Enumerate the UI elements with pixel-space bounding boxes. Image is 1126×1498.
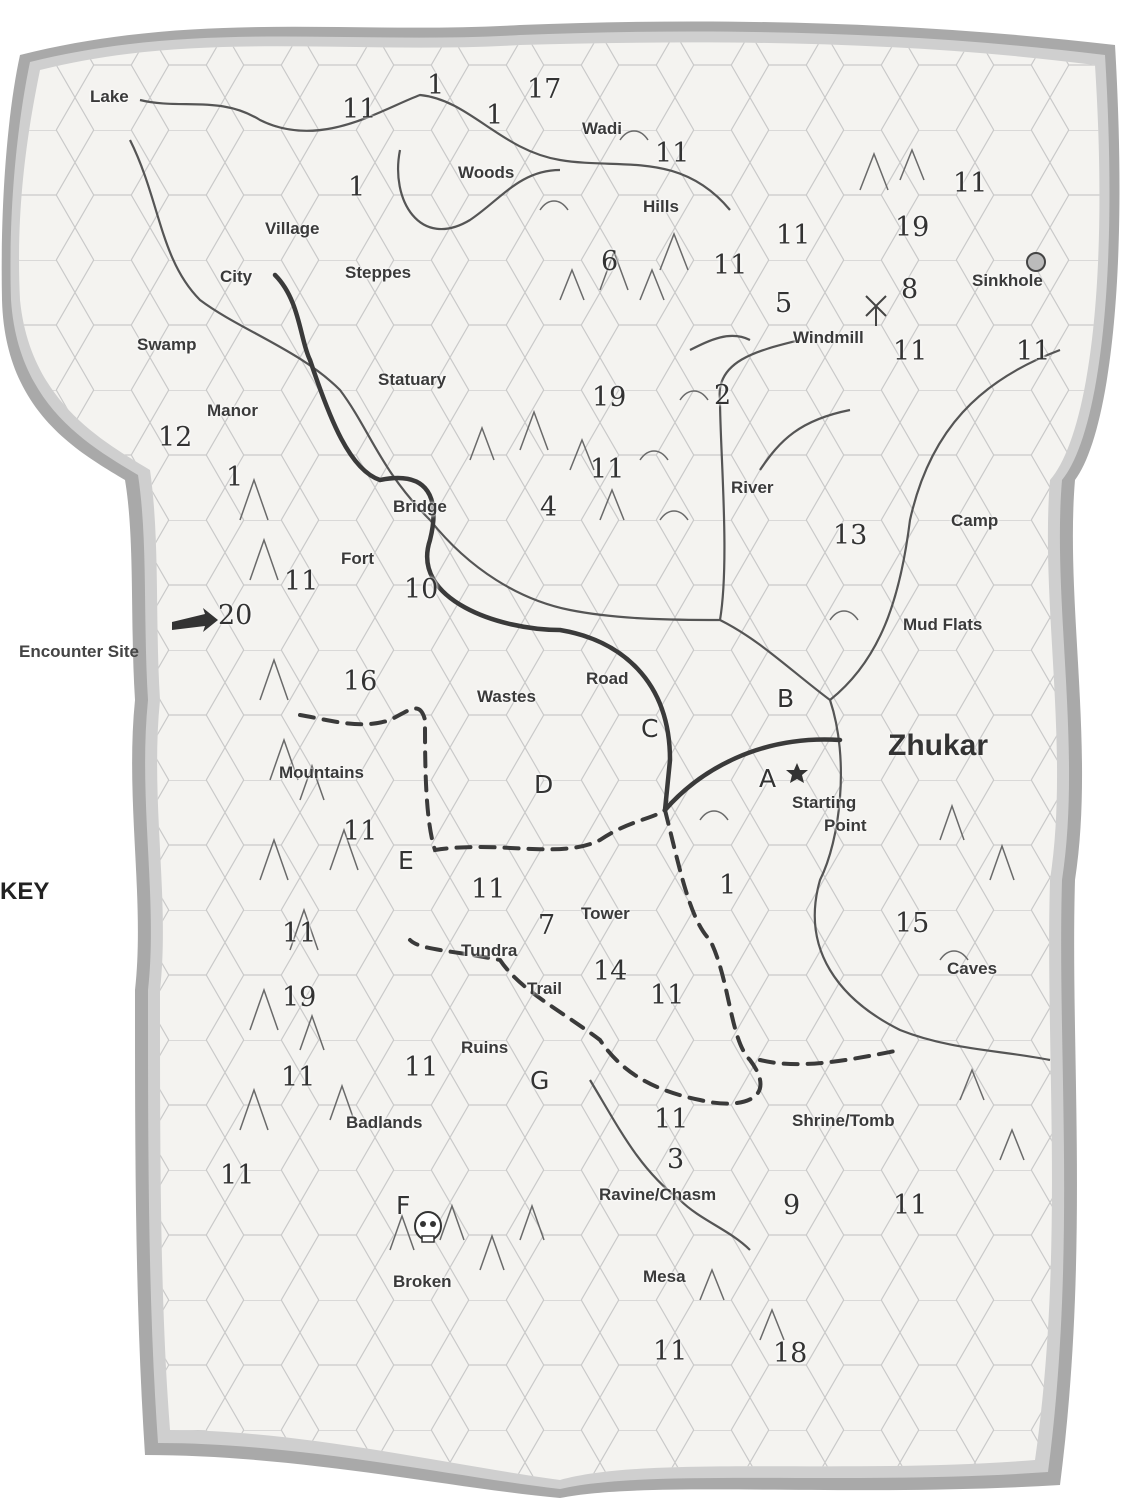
hex-number: 19 xyxy=(592,382,627,413)
hex-number: 5 xyxy=(775,288,793,319)
hex-number: 11 xyxy=(650,980,685,1011)
label-hills: Hills xyxy=(643,197,679,216)
label-mud-flats: Mud Flats xyxy=(903,615,983,634)
hex-number: 9 xyxy=(783,1190,801,1221)
hex-number: 11 xyxy=(653,1336,688,1367)
label-city: City xyxy=(220,267,253,286)
hex-number: 4 xyxy=(540,492,558,523)
hex-number: 11 xyxy=(220,1160,255,1191)
starting-point-label-2: Point xyxy=(824,816,867,835)
route-letter-g: G xyxy=(530,1066,550,1095)
label-swamp: Swamp xyxy=(137,335,197,354)
route-letter-b: B xyxy=(777,684,795,713)
hex-number: 1 xyxy=(486,100,504,131)
hex-number: 7 xyxy=(538,910,556,941)
hex-number: 11 xyxy=(654,1104,689,1135)
label-broken: Broken xyxy=(393,1272,452,1291)
hex-number: 13 xyxy=(833,520,868,551)
label-trail: Trail xyxy=(527,979,562,998)
hex-number: 11 xyxy=(953,168,988,199)
hex-number: 15 xyxy=(895,908,930,939)
label-steppes: Steppes xyxy=(345,263,412,282)
label-manor: Manor xyxy=(207,401,258,420)
label-sinkhole: Sinkhole xyxy=(972,271,1043,290)
hex-number: 8 xyxy=(901,274,919,305)
hex-number: 1 xyxy=(719,870,737,901)
hex-number: 11 xyxy=(284,566,319,597)
route-letter-c: C xyxy=(641,714,659,743)
trails xyxy=(298,706,902,1106)
hex-number: 3 xyxy=(667,1144,685,1175)
skull-icon xyxy=(414,1211,442,1243)
hex-number: 11 xyxy=(590,454,625,485)
hex-number: 6 xyxy=(601,246,619,277)
arrow-icon xyxy=(172,608,218,632)
hex-number: 12 xyxy=(158,422,193,453)
hex-number: 11 xyxy=(281,1062,316,1093)
label-ruins: Ruins xyxy=(461,1038,509,1057)
hex-number: 11 xyxy=(342,94,377,125)
route-letter-e: E xyxy=(398,846,414,875)
label-road: Road xyxy=(586,669,629,688)
route-letter-a: A xyxy=(759,764,777,793)
star-icon xyxy=(786,763,808,783)
sinkhole-icon xyxy=(1026,252,1046,272)
label-ravine-chasm: Ravine/Chasm xyxy=(599,1185,717,1204)
route-letter-f: F xyxy=(396,1191,411,1220)
label-mountains: Mountains xyxy=(279,763,364,782)
label-statuary: Statuary xyxy=(378,370,447,389)
hex-number: 11 xyxy=(471,874,506,905)
hex-number: 17 xyxy=(527,74,562,105)
label-tundra: Tundra xyxy=(461,941,518,960)
hex-number: 14 xyxy=(593,956,628,987)
windmill-icon xyxy=(865,295,887,326)
hex-number: 11 xyxy=(893,1190,928,1221)
label-wadi: Wadi xyxy=(582,119,622,138)
label-bridge: Bridge xyxy=(393,497,447,516)
label-camp: Camp xyxy=(951,511,999,530)
map-title-zhukar: Zhukar xyxy=(888,729,989,762)
label-shrine-tomb: Shrine/Tomb xyxy=(792,1111,895,1130)
hex-number: 11 xyxy=(893,336,928,367)
hex-number: 18 xyxy=(773,1338,808,1369)
starting-point-label: Starting xyxy=(792,793,857,812)
rivers xyxy=(129,93,1061,1251)
roads xyxy=(272,272,843,813)
hex-number: 11 xyxy=(776,220,811,251)
hex-number: 10 xyxy=(404,574,439,605)
encounter-site-number: 20 xyxy=(218,600,253,631)
hex-number: 11 xyxy=(404,1052,439,1083)
label-caves: Caves xyxy=(947,959,998,978)
label-mesa: Mesa xyxy=(643,1267,686,1286)
label-badlands: Badlands xyxy=(346,1113,423,1132)
label-tower: Tower xyxy=(581,904,630,923)
label-woods: Woods xyxy=(458,163,515,182)
label-village: Village xyxy=(265,219,320,238)
hex-number: 11 xyxy=(1016,336,1051,367)
hex-number: 11 xyxy=(343,816,378,847)
hex-number: 11 xyxy=(713,250,748,281)
hex-number: 11 xyxy=(282,918,317,949)
hex-number: 19 xyxy=(895,212,930,243)
hex-number: 19 xyxy=(282,982,317,1013)
route-letter-d: D xyxy=(534,770,554,799)
label-wastes: Wastes xyxy=(477,687,536,706)
encounter-site-label: Encounter Site xyxy=(19,642,139,661)
label-fort: Fort xyxy=(341,549,375,568)
key-label: KEY xyxy=(0,878,50,905)
label-river: River xyxy=(731,478,774,497)
label-windmill: Windmill xyxy=(793,328,864,347)
hex-number: 2 xyxy=(714,380,732,411)
hex-number: 16 xyxy=(343,666,378,697)
terrain-sketches xyxy=(239,130,1025,1341)
hex-number: 1 xyxy=(427,70,445,101)
hex-number: 1 xyxy=(348,172,366,203)
label-lake: Lake xyxy=(90,87,129,106)
hex-number: 1 xyxy=(226,462,244,493)
hex-number: 11 xyxy=(655,138,690,169)
